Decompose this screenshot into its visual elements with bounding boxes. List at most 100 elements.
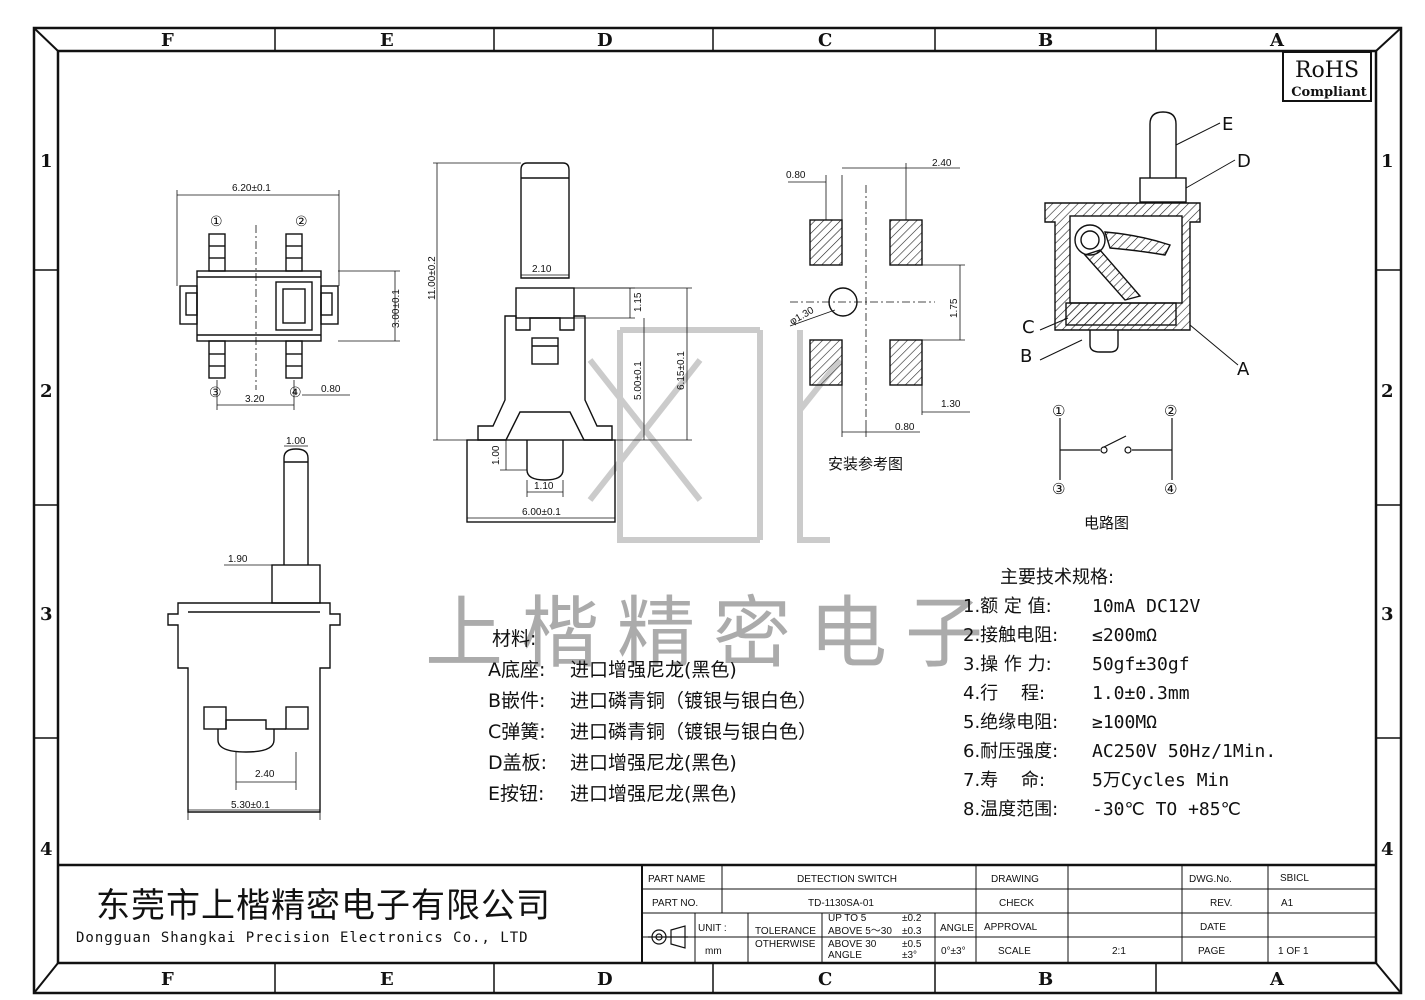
title-block-text: 东莞市上楷精密电子有限公司 Dongguan Shangkai Precisio… [76, 873, 1309, 961]
pcb-footprint-labels: 0.80 2.40 φ1.30 1.75 1.30 0.80 安装参考图 [786, 158, 961, 473]
svg-text:REV.: REV. [1210, 898, 1232, 909]
svg-text:6.20±0.1: 6.20±0.1 [232, 183, 271, 194]
watermark-logo [587, 327, 843, 543]
svg-text:DATE: DATE [1200, 922, 1226, 933]
svg-text:F: F [161, 30, 174, 51]
svg-text:5.绝缘电阻:: 5.绝缘电阻: [963, 712, 1058, 733]
svg-text:A: A [1237, 359, 1250, 380]
svg-text:C: C [818, 30, 832, 51]
svg-text:②: ② [1164, 402, 1177, 420]
svg-text:C: C [1022, 317, 1035, 338]
svg-text:ANGLE: ANGLE [828, 950, 862, 961]
svg-text:B嵌件:: B嵌件: [488, 690, 545, 712]
svg-text:CHECK: CHECK [999, 898, 1034, 909]
svg-text:进口磷青铜（镀银与银白色）: 进口磷青铜（镀银与银白色） [570, 690, 817, 712]
svg-text:1.0±0.3mm: 1.0±0.3mm [1092, 683, 1190, 704]
svg-text:-30℃ TO +85℃: -30℃ TO +85℃ [1092, 799, 1241, 820]
svg-text:2.10: 2.10 [532, 264, 552, 275]
svg-text:DETECTION SWITCH: DETECTION SWITCH [797, 874, 897, 885]
svg-text:3: 3 [1381, 604, 1394, 625]
svg-text:Compliant: Compliant [1291, 85, 1367, 100]
svg-text:φ1.30: φ1.30 [788, 305, 816, 328]
svg-text:2.40: 2.40 [255, 769, 275, 780]
section-view-labels: E D C B A [1020, 114, 1251, 380]
svg-text:8.温度范围:: 8.温度范围: [963, 799, 1058, 820]
svg-text:1.额 定 值:: 1.额 定 值: [963, 596, 1052, 617]
svg-text:E: E [1222, 114, 1233, 135]
pcb-footprint [788, 163, 970, 437]
svg-text:F: F [161, 969, 174, 990]
svg-text:DRAWING: DRAWING [991, 874, 1039, 885]
side-view [167, 445, 341, 820]
svg-text:4: 4 [1381, 839, 1394, 860]
svg-text:进口增强尼龙(黑色): 进口增强尼龙(黑色) [570, 752, 737, 774]
svg-text:2: 2 [1381, 381, 1394, 402]
svg-text:4: 4 [40, 839, 53, 860]
frame-row-labels: 1 2 3 4 1 2 3 4 [40, 151, 1394, 860]
svg-text:0.80: 0.80 [321, 384, 341, 395]
frame-column-labels-bottom: F E D C B A [161, 969, 1285, 990]
svg-text:1.00: 1.00 [286, 436, 306, 447]
svg-text:Dongguan Shangkai Precision El: Dongguan Shangkai Precision Electronics … [76, 930, 529, 946]
svg-text:A底座:: A底座: [488, 659, 545, 681]
svg-text:1: 1 [40, 151, 53, 172]
svg-text:5.00±0.1: 5.00±0.1 [633, 361, 644, 400]
svg-text:安装参考图: 安装参考图 [828, 455, 903, 473]
specs-list: 主要技术规格: 1.额 定 值: 10mA DC12V 2.接触电阻: ≤200… [963, 567, 1276, 820]
svg-text:PART NO.: PART NO. [652, 898, 698, 909]
materials-list: 材料: A底座: 进口增强尼龙(黑色) B嵌件: 进口磷青铜（镀银与银白色） C… [488, 628, 817, 805]
svg-text:PAGE: PAGE [1198, 946, 1225, 957]
svg-text:11.00±0.2: 11.00±0.2 [427, 256, 438, 300]
svg-text:①: ① [1052, 402, 1065, 420]
svg-text:1: 1 [1381, 151, 1394, 172]
svg-text:±0.2: ±0.2 [902, 913, 922, 924]
svg-text:50gf±30gf: 50gf±30gf [1092, 654, 1190, 675]
svg-text:PART NAME: PART NAME [648, 874, 706, 885]
top-view-labels: 6.20±0.1 3.00±0.1 3.20 0.80 ① ② ③ ④ [209, 183, 402, 405]
svg-text:E: E [380, 969, 394, 990]
svg-text:1.90: 1.90 [228, 554, 248, 565]
circuit-labels: ① ② ③ ④ 电路图 [1052, 402, 1177, 532]
svg-text:≤200mΩ: ≤200mΩ [1092, 625, 1157, 646]
svg-text:UNIT :: UNIT : [698, 923, 727, 934]
svg-text:0.80: 0.80 [786, 170, 806, 181]
svg-text:ABOVE 30: ABOVE 30 [828, 939, 877, 950]
svg-text:±3°: ±3° [902, 950, 917, 961]
svg-text:0°±3°: 0°±3° [941, 946, 966, 957]
circuit-diagram [1059, 418, 1173, 480]
svg-text:2.40: 2.40 [932, 158, 952, 169]
svg-text:±0.5: ±0.5 [902, 939, 922, 950]
svg-text:B: B [1038, 969, 1053, 990]
svg-text:④: ④ [289, 385, 302, 401]
watermark-text: 上楷精密电子 [425, 589, 1001, 679]
svg-text:0.80: 0.80 [895, 422, 915, 433]
svg-text:B: B [1020, 346, 1032, 367]
svg-text:C弹簧:: C弹簧: [488, 721, 546, 743]
front-view [433, 162, 692, 523]
svg-text:①: ① [210, 214, 223, 230]
svg-text:材料:: 材料: [492, 628, 536, 650]
svg-text:SCALE: SCALE [998, 946, 1031, 957]
title-block [58, 863, 1376, 963]
svg-text:3: 3 [40, 604, 53, 625]
svg-text:UP TO 5: UP TO 5 [828, 913, 867, 924]
svg-text:RoHS: RoHS [1295, 58, 1359, 83]
svg-text:ABOVE 5～30: ABOVE 5～30 [828, 926, 892, 937]
svg-text:SBICL: SBICL [1280, 873, 1309, 884]
top-view [176, 190, 400, 410]
svg-text:2.接触电阻:: 2.接触电阻: [963, 625, 1058, 646]
frame-column-labels-top: F E D C B A [161, 30, 1285, 51]
svg-text:电路图: 电路图 [1084, 514, 1129, 532]
svg-text:2: 2 [40, 381, 53, 402]
svg-text:④: ④ [1164, 480, 1177, 498]
svg-text:E: E [380, 30, 394, 51]
svg-text:A: A [1269, 969, 1285, 990]
svg-text:1.15: 1.15 [633, 292, 644, 312]
svg-text:APPROVAL: APPROVAL [984, 922, 1038, 933]
svg-text:≥100MΩ: ≥100MΩ [1092, 712, 1157, 733]
svg-text:东莞市上楷精密电子有限公司: 东莞市上楷精密电子有限公司 [96, 886, 551, 926]
svg-text:DWG.No.: DWG.No. [1189, 874, 1232, 885]
svg-text:TOLERANCE: TOLERANCE [755, 926, 816, 937]
svg-text:1 OF 1: 1 OF 1 [1278, 946, 1309, 957]
